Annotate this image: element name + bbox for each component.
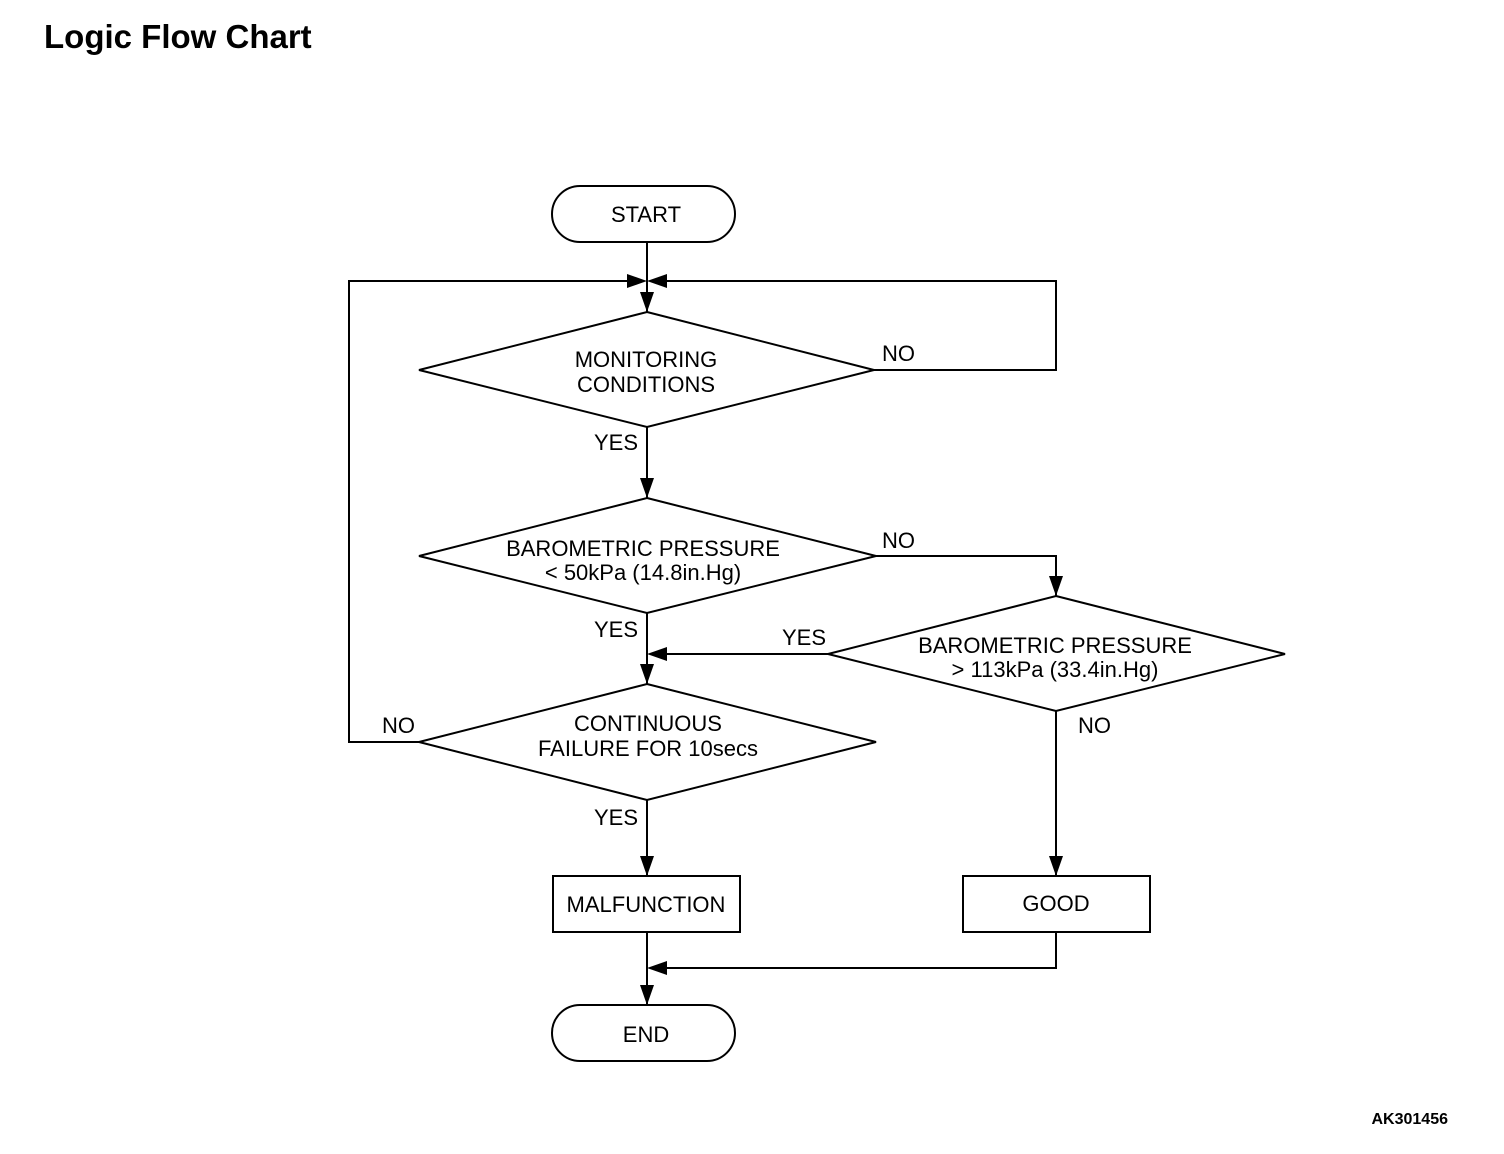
monitoring-label-line1: MONITORING [575,347,718,372]
baro-low-label-line1: BAROMETRIC PRESSURE [506,536,780,561]
end-label: END [623,1022,669,1047]
connectors [348,242,1057,1005]
malfunction-label: MALFUNCTION [567,892,726,917]
label-monitoring-no: NO [882,341,915,366]
label-baro-high-no: NO [1078,713,1111,738]
arrow-good-merge [647,961,667,975]
connector-baro-low-no [876,555,1057,596]
connector-continuous-no [348,280,634,743]
arrow-into-baro-high [1049,576,1063,596]
end-node: END [551,1004,736,1062]
label-continuous-yes: YES [594,805,638,830]
connector-good-end [660,932,1057,969]
figure-id: AK301456 [1371,1111,1449,1128]
page-title: Logic Flow Chart [44,18,312,55]
arrow-into-end [640,985,654,1005]
arrow-into-junction-right [647,274,667,288]
arrow-into-monitoring [640,292,654,312]
good-label: GOOD [1022,891,1089,916]
branch-labels: NO YES NO YES YES NO NO YES [382,341,1111,830]
arrow-into-baro-low [640,478,654,498]
label-monitoring-yes: YES [594,430,638,455]
good-box: GOOD [962,875,1151,933]
continuous-failure-decision: CONTINUOUS FAILURE FOR 10secs [418,682,877,802]
arrow-into-junction-left [627,274,647,288]
label-baro-low-yes: YES [594,617,638,642]
label-continuous-no: NO [382,713,415,738]
continuous-label-line1: CONTINUOUS [574,711,722,736]
arrowheads [627,274,1063,1005]
label-baro-high-yes: YES [782,625,826,650]
arrow-baro-high-yes [647,647,667,661]
continuous-label-line2: FAILURE FOR 10secs [538,736,758,761]
baro-low-label-line2: < 50kPa (14.8in.Hg) [545,560,741,585]
baro-high-label-line1: BAROMETRIC PRESSURE [918,633,1192,658]
connector-monitoring-no [660,280,1057,371]
arrow-into-good [1049,856,1063,876]
label-baro-low-no: NO [882,528,915,553]
arrow-into-malfunction [640,856,654,876]
baro-high-label-line2: > 113kPa (33.4in.Hg) [952,657,1159,682]
malfunction-box: MALFUNCTION [552,875,741,933]
arrow-into-continuous [640,664,654,684]
barometric-high-decision: BAROMETRIC PRESSURE > 113kPa (33.4in.Hg) [827,594,1286,713]
monitoring-conditions-decision: MONITORING CONDITIONS [418,310,875,429]
monitoring-label-line2: CONDITIONS [577,372,715,397]
start-node: START [551,185,736,243]
start-label: START [611,202,681,227]
barometric-low-decision: BAROMETRIC PRESSURE < 50kPa (14.8in.Hg) [418,496,877,615]
